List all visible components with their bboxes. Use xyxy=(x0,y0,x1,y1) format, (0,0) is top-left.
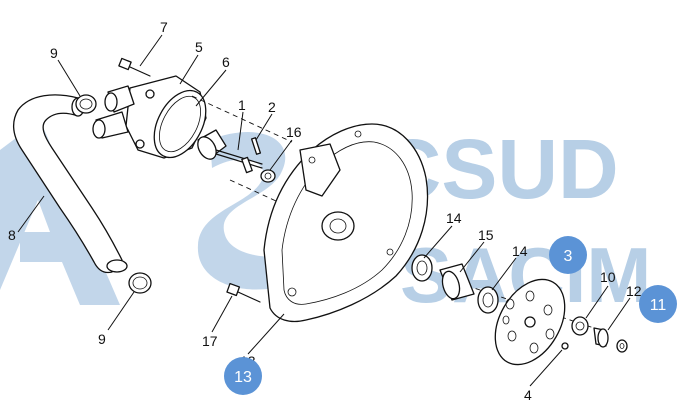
bolt-12 xyxy=(593,327,609,348)
pin-2 xyxy=(250,137,262,155)
callout-12: 12 xyxy=(626,283,642,299)
screw-7 xyxy=(118,57,151,77)
cover-plate xyxy=(263,123,429,323)
callout-17: 17 xyxy=(202,333,218,349)
spacer-15 xyxy=(439,263,475,301)
watermark-monogram-s xyxy=(197,132,300,290)
callout-9-upper: 9 xyxy=(50,45,58,61)
callout-1: 1 xyxy=(238,97,246,113)
watermark-monogram xyxy=(0,120,120,305)
callout-14-left: 14 xyxy=(446,210,462,226)
marker-11: 11 xyxy=(639,285,677,323)
screw-17 xyxy=(226,282,261,303)
clamp-upper xyxy=(75,94,97,114)
svg-text:3: 3 xyxy=(564,248,573,265)
callouts: 7 5 6 9 1 2 16 8 9 17 13 14 15 14 3 10 1… xyxy=(8,19,642,403)
shaft xyxy=(197,129,263,174)
marker-3: 3 xyxy=(549,236,587,274)
callout-10: 10 xyxy=(600,269,616,285)
callout-2: 2 xyxy=(268,99,276,115)
callout-7: 7 xyxy=(160,19,168,35)
callout-8: 8 xyxy=(8,227,16,243)
callout-16: 16 xyxy=(286,124,302,140)
svg-text:11: 11 xyxy=(650,297,667,314)
clamp-lower xyxy=(128,272,152,294)
callout-15: 15 xyxy=(478,227,494,243)
callout-4: 4 xyxy=(524,387,532,403)
pin-4 xyxy=(561,342,569,350)
bushing-16 xyxy=(260,169,276,183)
bearing-14-left xyxy=(411,254,433,282)
leader-lines xyxy=(17,34,631,387)
svg-text:13: 13 xyxy=(234,369,252,386)
gasket xyxy=(153,89,207,159)
callout-14-right: 14 xyxy=(512,243,528,259)
callout-6: 6 xyxy=(222,54,230,70)
impeller-disc xyxy=(494,278,566,366)
bearing-14-right xyxy=(477,286,499,314)
callout-9-lower: 9 xyxy=(98,331,106,347)
washer-11 xyxy=(616,339,628,353)
marker-13: 13 xyxy=(224,357,262,395)
callout-5: 5 xyxy=(195,39,203,55)
nut-10 xyxy=(571,316,589,336)
